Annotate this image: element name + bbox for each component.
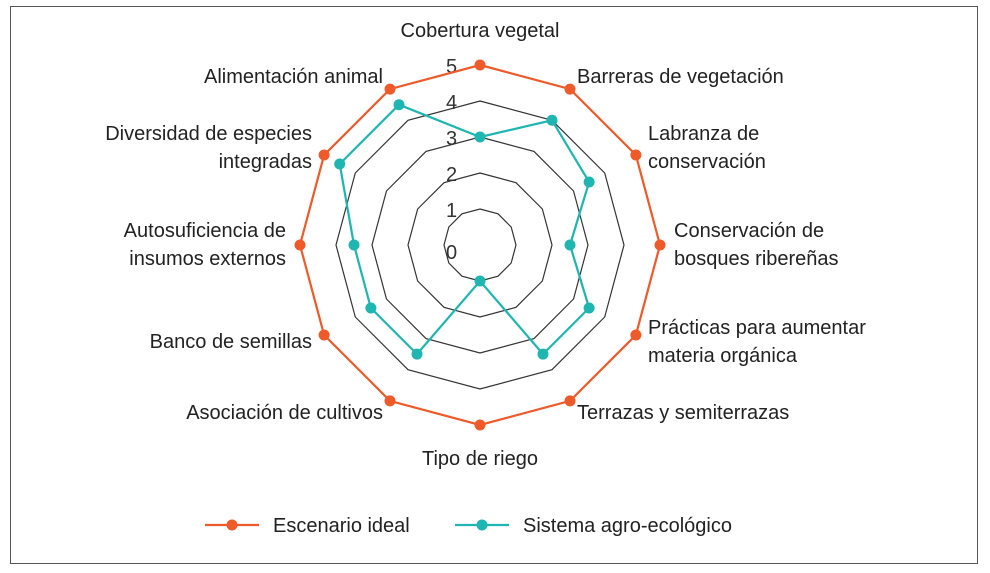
series-2-point-7 [474,275,486,287]
series-2-point-2 [546,114,558,126]
series-1-point-3 [630,149,642,161]
legend: Escenario ideal Sistema agro-ecológico [205,515,732,537]
series-1-point-8 [384,395,396,407]
grid-ring-4 [335,100,625,390]
series-2-point-1 [474,131,486,143]
series-layer [294,59,666,431]
axis-label-9: Banco de semillas [150,331,312,353]
tick-label-5: 5 [446,56,457,78]
series-1-point-10 [294,239,306,251]
series-2-point-3 [583,176,595,188]
series-1-point-7 [474,419,486,431]
legend-label-1: Escenario ideal [273,515,410,537]
axis-label-8: Asociación de cultivos [186,402,383,424]
series-2-point-11 [334,158,346,170]
axis-label-7: Tipo de riego [422,448,538,470]
tick-label-3: 3 [446,128,457,150]
series-2-point-8 [411,348,423,360]
series-1-point-9 [318,329,330,341]
tick-label-0: 0 [446,242,457,264]
tick-labels: 0 1 2 3 4 5 [446,56,457,264]
chart-frame [10,6,978,564]
series-2-point-9 [365,302,377,314]
tick-label-2: 2 [446,164,457,186]
series-2-point-10 [348,239,360,251]
legend-marker-1 [226,519,238,531]
axis-label-12: Alimentación animal [204,66,383,88]
series-1-point-5 [630,329,642,341]
series-2-point-12 [393,99,405,111]
grid-ring-3 [371,136,589,354]
series-2-point-6 [537,348,549,360]
series-line-2 [338,103,591,356]
series-2-point-4 [564,239,576,251]
axis-label-1: Cobertura vegetal [401,20,560,42]
series-1-point-1 [474,59,486,71]
grid-ring-2 [407,172,553,318]
series-2-point-5 [583,302,595,314]
tick-label-1: 1 [446,200,457,222]
axis-label-2: Barreras de vegetación [577,66,784,88]
grid-layer [335,100,625,390]
legend-marker-2 [476,519,488,531]
series-1-point-2 [564,83,576,95]
tick-label-4: 4 [446,92,457,114]
axis-label-6: Terrazas y semiterrazas [577,402,789,424]
series-1-point-4 [654,239,666,251]
series-1-point-11 [318,149,330,161]
legend-label-2: Sistema agro-ecológico [523,515,732,537]
series-1-point-12 [384,83,396,95]
series-1-point-6 [564,395,576,407]
